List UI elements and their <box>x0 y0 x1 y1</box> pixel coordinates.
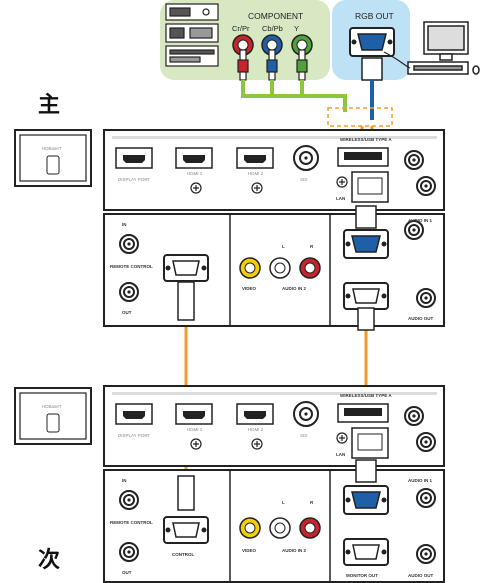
hdbaset-top-label: HDBaseT <box>42 146 62 151</box>
video-label: VIDEO <box>242 286 257 291</box>
component-jacks <box>232 34 313 56</box>
y-label: Y <box>294 24 299 33</box>
sub-display-port-label: DISPLAY PORT <box>118 433 151 438</box>
sub-audio-l-label: L <box>282 500 285 505</box>
crpr-label: Cr/Pr <box>232 24 250 33</box>
audio-in1-label: AUDIO IN 1 <box>408 218 433 223</box>
sub-video-label: VIDEO <box>242 548 257 553</box>
sub-sdi-label: SDI <box>300 433 308 438</box>
audio-out-label: AUDIO OUT <box>408 316 434 321</box>
sub-remote-control-label: REMOTE CONTROL <box>110 520 153 525</box>
hdmi1-label: HDMI 1 <box>187 171 203 176</box>
sub-hdmi1-label: HDMI 1 <box>187 427 203 432</box>
rgb-plug <box>361 57 383 81</box>
rgb-out-label: RGB OUT <box>355 11 394 21</box>
main-label: 主 <box>38 93 60 118</box>
remote-control-label: REMOTE CONTROL <box>110 264 153 269</box>
remote-in-label: IN <box>122 222 127 227</box>
cbpb-label: Cb/Pb <box>262 24 283 33</box>
hdbaset-device-top: HDBaseT <box>14 129 92 187</box>
hdbaset-device-bottom: HDBaseT <box>14 387 92 445</box>
sub-wireless-label: WIRELESS/USB TYPE A <box>340 393 392 398</box>
orange-dashed-box <box>327 107 393 127</box>
sub-remote-out-label: OUT <box>122 570 132 575</box>
remote-out-label: OUT <box>122 310 132 315</box>
sub-audio-out-label: AUDIO OUT <box>408 573 434 578</box>
rgb-out-area: RGB OUT <box>332 0 410 81</box>
component-label: COMPONENT <box>248 11 303 21</box>
audio-in2-label: AUDIO IN 2 <box>282 286 307 291</box>
computer-icon <box>407 21 480 75</box>
sub-remote-in-label: IN <box>122 478 127 483</box>
display-port-label: DISPLAY PORT <box>118 177 151 182</box>
sub-audio-in2-label: AUDIO IN 2 <box>282 548 307 553</box>
sub-panel-top: DISPLAY PORT HDMI 1 HDMI 2 SDI WIRELESS/… <box>103 385 445 467</box>
wireless-label: WIRELESS/USB TYPE A <box>340 137 392 142</box>
av-devices-icon <box>165 3 219 67</box>
sub-hdmi2-label: HDMI 2 <box>248 427 264 432</box>
monitor-out-label: MONITOR OUT <box>346 573 378 578</box>
component-source-area: COMPONENT Cr/Pr Cb/Pb Y <box>160 0 330 81</box>
audio-r-label: R <box>310 244 314 249</box>
hdbaset-bottom-label: HDBaseT <box>42 404 62 409</box>
sub-panel-bottom: IN REMOTE CONTROL OUT CONTROL L R VIDEO … <box>103 459 445 583</box>
main-panel-bottom: IN REMOTE CONTROL OUT L R VIDEO AUDIO IN… <box>103 205 445 331</box>
green-component-cable <box>241 80 347 112</box>
hdmi2-label: HDMI 2 <box>248 171 264 176</box>
control-label: CONTROL <box>172 552 194 557</box>
sdi-label: SDI <box>300 177 308 182</box>
sub-lan-label: LAN <box>336 452 345 457</box>
sub-label: 次 <box>38 547 60 573</box>
lan-label: LAN <box>336 196 345 201</box>
sub-audio-r-label: R <box>310 500 314 505</box>
sub-audio-in1-label: AUDIO IN 1 <box>408 478 433 483</box>
main-panel-top: DISPLAY PORT HDMI 1 HDMI 2 SDI WIRELESS/… <box>103 129 445 211</box>
audio-l-label: L <box>282 244 285 249</box>
